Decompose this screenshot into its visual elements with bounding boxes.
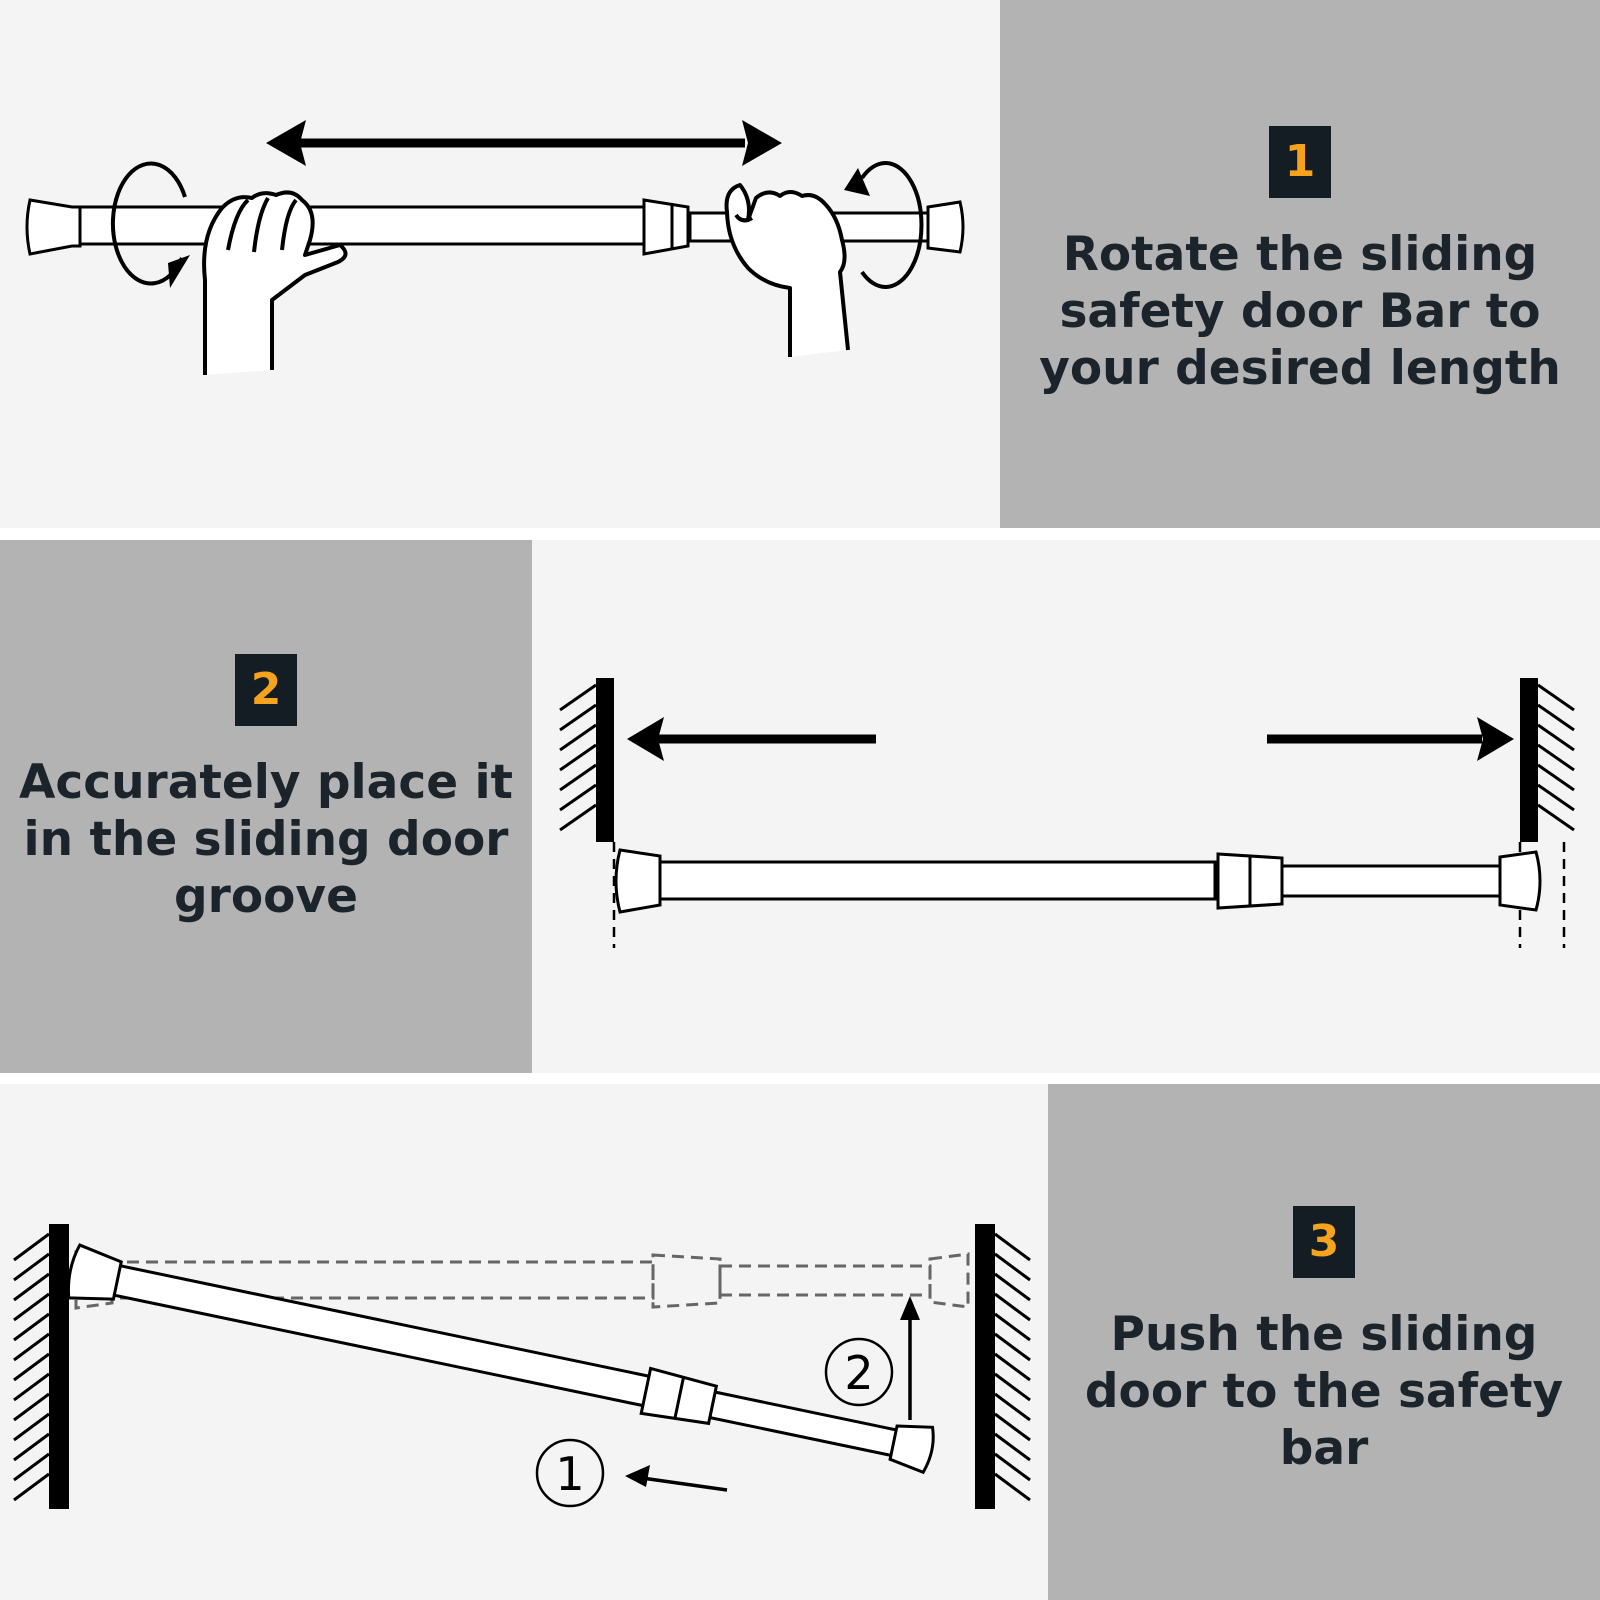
arrow-icon	[625, 1465, 728, 1492]
step-caption: Accurately place it in the sliding door …	[19, 754, 513, 925]
step-caption: Push the sliding door to the safety bar	[1085, 1306, 1563, 1477]
caption-line: in the sliding door	[23, 812, 509, 867]
caption-line: door to the safety	[1084, 1364, 1564, 1419]
step-number-badge: 2	[235, 654, 297, 726]
tension-rod	[614, 848, 1542, 914]
arrow-icon	[900, 1296, 920, 1420]
tension-rod	[66, 1243, 935, 1475]
marker-first: 1	[555, 1447, 584, 1501]
step1-illustration	[0, 0, 1000, 528]
step-caption: Rotate the sliding safety door Bar to yo…	[1039, 226, 1561, 397]
caption-line: Push the sliding	[1110, 1307, 1538, 1362]
caption-line: Rotate the sliding	[1062, 227, 1538, 282]
wall-icon	[1520, 678, 1575, 842]
caption-line: safety door Bar to	[1059, 284, 1541, 339]
marker-second: 2	[844, 1346, 873, 1400]
caption-line: your desired length	[1039, 341, 1561, 396]
circled-number-icon: 1	[535, 1438, 605, 1508]
wall-icon	[13, 1224, 69, 1509]
rotate-arrow-icon	[844, 161, 924, 289]
wall-icon	[559, 678, 614, 842]
arrow-icon	[1267, 717, 1514, 761]
step-number-badge: 1	[1269, 126, 1331, 198]
step1-text-panel: 1 Rotate the sliding safety door Bar to …	[1000, 0, 1600, 528]
circled-number-icon: 2	[824, 1337, 894, 1407]
rotate-arrow-icon	[110, 161, 190, 288]
step3-text-panel: 3 Push the sliding door to the safety ba…	[1048, 1084, 1600, 1600]
caption-line: groove	[174, 869, 358, 924]
arrow-icon	[627, 717, 876, 761]
caption-line: bar	[1279, 1421, 1369, 1476]
step3-illustration: 1 2	[0, 1084, 1048, 1600]
hand-icon	[724, 183, 850, 357]
caption-line: Accurately place it	[18, 755, 514, 810]
step2-illustration	[532, 540, 1600, 1073]
step2-text-panel: 2 Accurately place it in the sliding doo…	[0, 540, 532, 1073]
step-number-badge: 3	[1293, 1206, 1355, 1278]
tension-rod	[25, 198, 965, 256]
hand-icon	[202, 190, 348, 375]
double-arrow-icon	[266, 120, 782, 166]
wall-icon	[975, 1224, 1031, 1509]
